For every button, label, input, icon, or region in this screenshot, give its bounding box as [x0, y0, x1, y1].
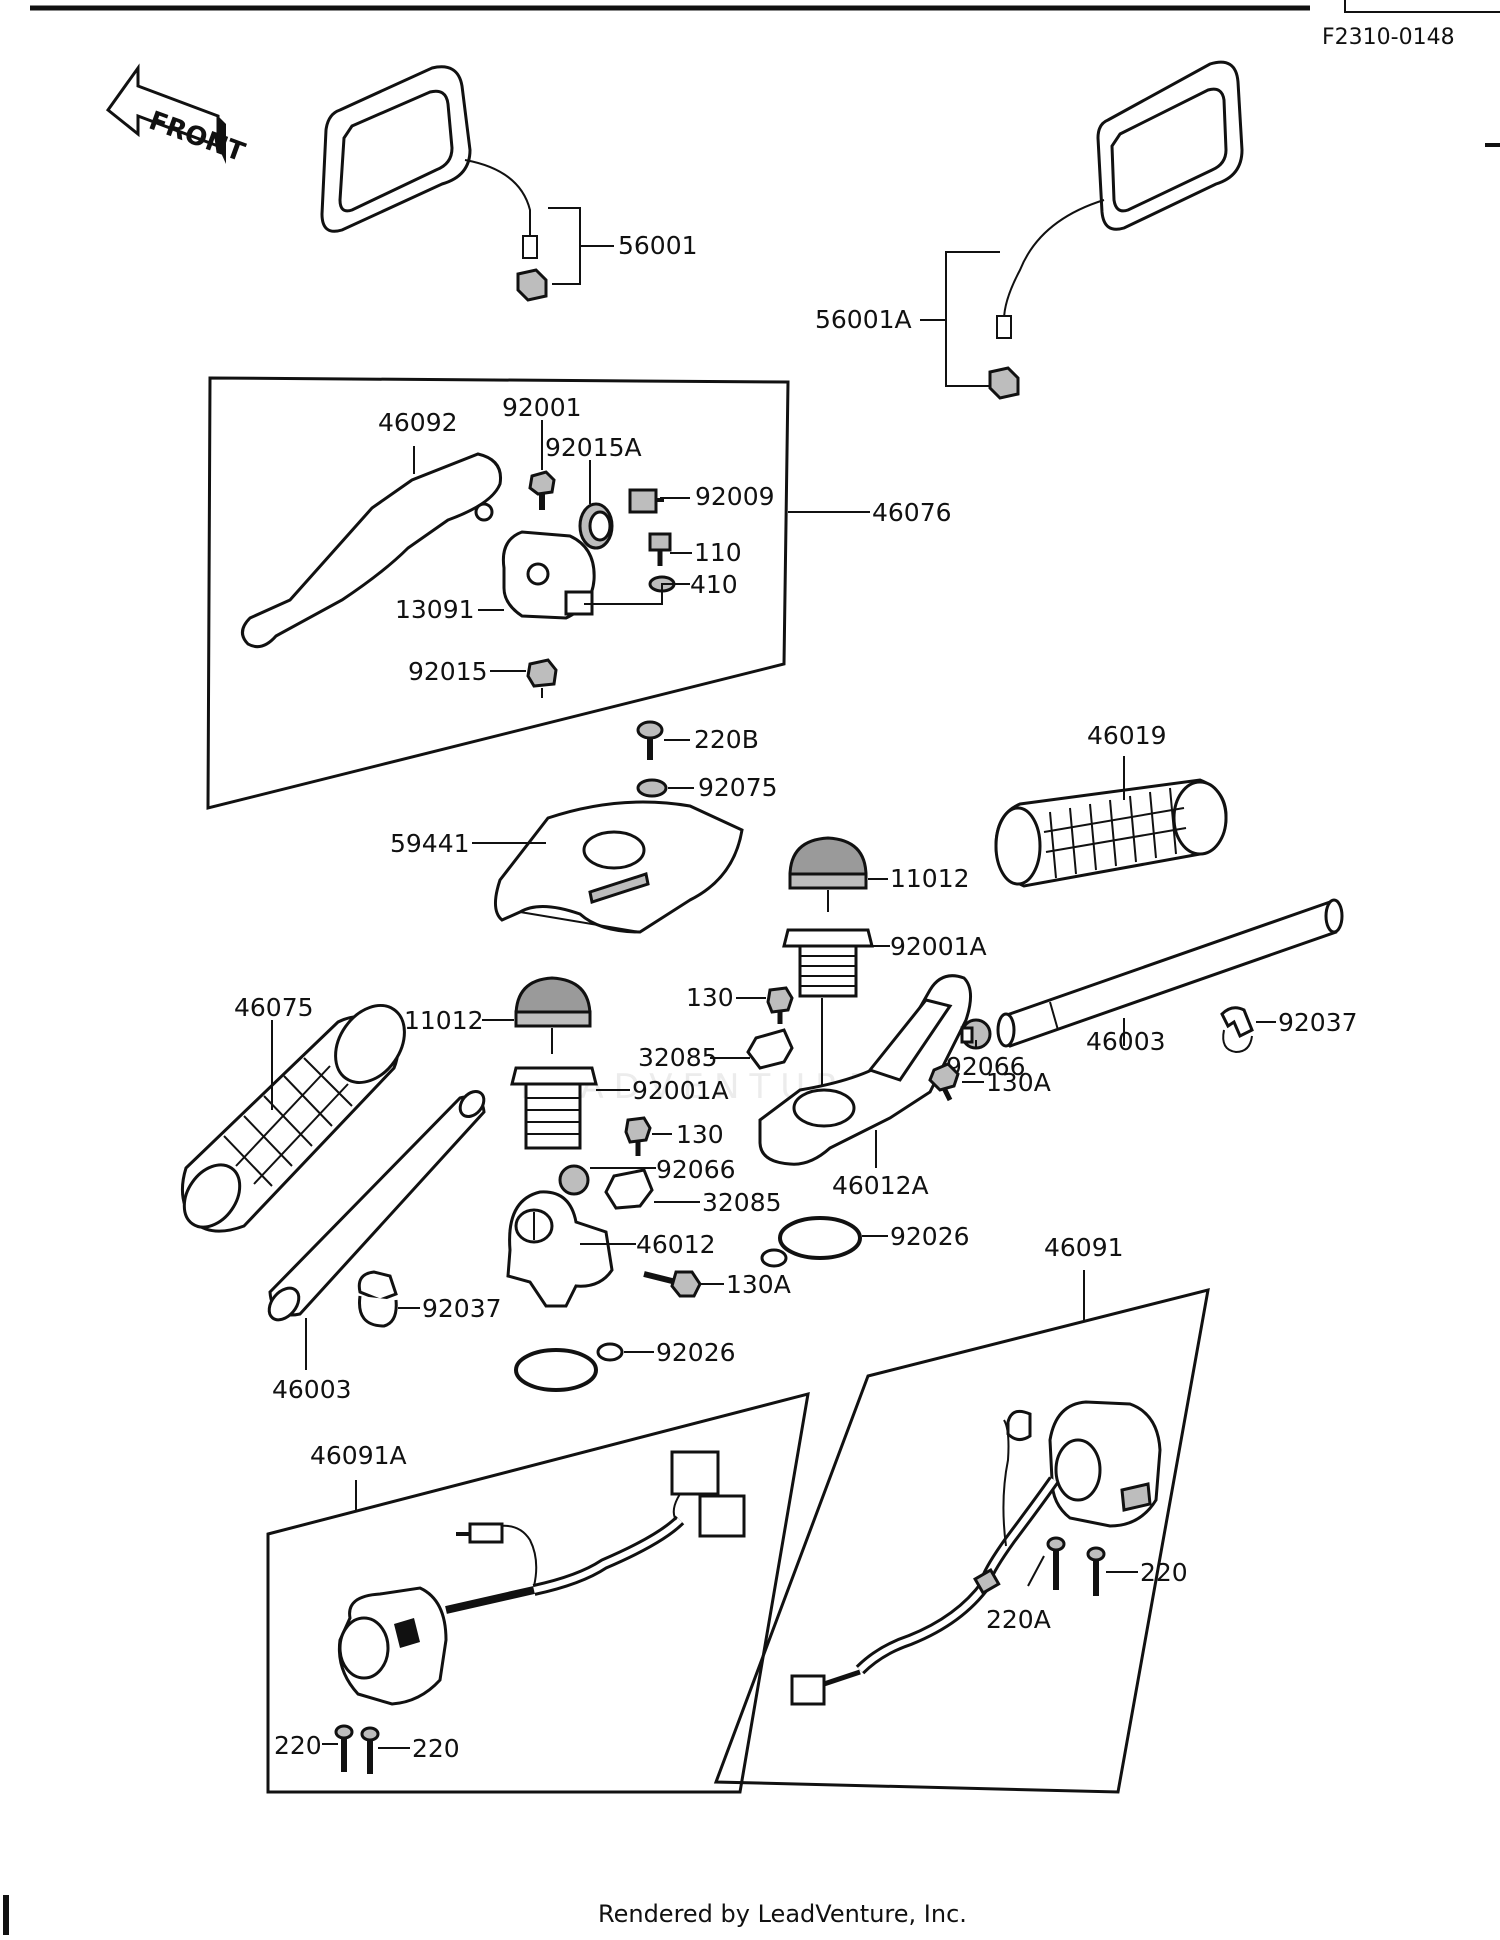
label-130A-right: 130A — [986, 1068, 1051, 1097]
cap-nut-92001A-right — [782, 928, 874, 998]
nut-92015 — [526, 658, 558, 698]
footer-credit: Rendered by LeadVenture, Inc. — [598, 1900, 967, 1928]
clutch-lever — [241, 452, 503, 649]
label-46012: 46012 — [636, 1230, 716, 1259]
clip-92037-right — [1220, 1006, 1254, 1054]
label-11012-right: 11012 — [890, 864, 970, 893]
cap-92066-left — [558, 1164, 590, 1196]
bracket-56001 — [548, 207, 581, 285]
ring-92026-left — [514, 1342, 624, 1392]
label-92001A-right: 92001A — [890, 932, 987, 961]
label-32085-right: 32085 — [638, 1043, 718, 1072]
label-32085-left: 32085 — [702, 1188, 782, 1217]
left-switch-frame — [266, 1391, 810, 1794]
label-220-left-2: 220 — [412, 1734, 460, 1763]
label-11012-left: 11012 — [404, 1006, 484, 1035]
screw-220-left-b — [360, 1726, 380, 1774]
screw-220A — [1046, 1536, 1066, 1590]
label-92009: 92009 — [695, 482, 775, 511]
lever-assembly-frame — [206, 376, 790, 810]
cap-nut-92001A-left — [510, 1066, 598, 1150]
master-cylinder-46012 — [506, 1190, 614, 1308]
label-220B: 220B — [694, 725, 759, 754]
label-92015A: 92015A — [545, 433, 642, 462]
label-92026-left: 92026 — [656, 1338, 736, 1367]
label-92001: 92001 — [502, 393, 582, 422]
label-92026-right: 92026 — [890, 1222, 970, 1251]
ring-92026-right — [760, 1216, 862, 1268]
left-grip-46075 — [180, 1004, 406, 1233]
label-46091A: 46091A — [310, 1441, 407, 1470]
front-arrow-icon: FRONT — [105, 63, 249, 168]
handlebar-cover-59441 — [494, 800, 744, 934]
screw-220B — [636, 720, 664, 760]
bolt-110 — [648, 532, 672, 566]
handlebar-46003-left — [267, 1089, 486, 1322]
label-46003-left: 46003 — [272, 1375, 352, 1404]
top-right-corner — [1344, 0, 1500, 13]
label-92066-left: 92066 — [656, 1155, 736, 1184]
label-92015: 92015 — [408, 657, 488, 686]
handlebar-46003-right — [996, 898, 1344, 1048]
label-46019: 46019 — [1087, 721, 1167, 750]
washer-92075 — [636, 778, 668, 798]
right-switch-housing — [790, 1400, 1162, 1706]
label-110: 110 — [694, 538, 742, 567]
label-46075: 46075 — [234, 993, 314, 1022]
label-220A: 220A — [986, 1605, 1051, 1634]
right-grip-46019 — [994, 778, 1228, 888]
screw-220-left-a — [334, 1724, 354, 1772]
label-46003-right: 46003 — [1086, 1027, 1166, 1056]
label-56001: 56001 — [618, 231, 698, 260]
label-46076: 46076 — [872, 498, 952, 527]
label-130A-left: 130A — [726, 1270, 791, 1299]
left-mirror — [320, 65, 548, 302]
left-switch-housing — [337, 1450, 746, 1706]
clamp-32085-right — [746, 1028, 794, 1070]
label-56001A: 56001A — [815, 305, 912, 334]
cap-11012-left — [514, 976, 592, 1028]
right-mirror — [988, 60, 1244, 400]
clip-92037-left — [357, 1270, 398, 1328]
label-130-right: 130 — [686, 983, 734, 1012]
label-92037-right: 92037 — [1278, 1008, 1358, 1037]
label-220-left-1: 220 — [274, 1731, 322, 1760]
right-switch-frame — [713, 1287, 1210, 1794]
bracket-56001A — [945, 251, 1000, 387]
cap-92066-right — [960, 1018, 992, 1050]
label-410: 410 — [690, 570, 738, 599]
diagram-code: F2310-0148 — [1322, 25, 1455, 50]
label-92066-right: 92066 — [946, 1052, 1026, 1081]
screw-92009 — [628, 488, 664, 514]
label-130-left: 130 — [676, 1120, 724, 1149]
master-cylinder-46012A — [758, 974, 972, 1166]
label-92037-left: 92037 — [422, 1294, 502, 1323]
bolt-130A-right — [928, 1062, 960, 1102]
lever-bracket — [501, 530, 596, 620]
label-92001A-left: 92001A — [632, 1076, 729, 1105]
label-46012A: 46012A — [832, 1171, 929, 1200]
label-92075: 92075 — [698, 773, 778, 802]
bolt-130A-left — [643, 1270, 702, 1298]
cap-11012-right — [788, 836, 868, 890]
bolt-130-left — [624, 1116, 652, 1156]
label-59441: 59441 — [390, 829, 470, 858]
screw-220-right — [1086, 1546, 1106, 1596]
label-46091: 46091 — [1044, 1233, 1124, 1262]
label-46092: 46092 — [378, 408, 458, 437]
adjuster-92015A — [578, 502, 614, 550]
bolt-130-right — [766, 986, 794, 1024]
clamp-32085-left — [604, 1168, 654, 1210]
bolt-92001 — [528, 470, 556, 510]
label-13091: 13091 — [395, 595, 475, 624]
label-220-right: 220 — [1140, 1558, 1188, 1587]
